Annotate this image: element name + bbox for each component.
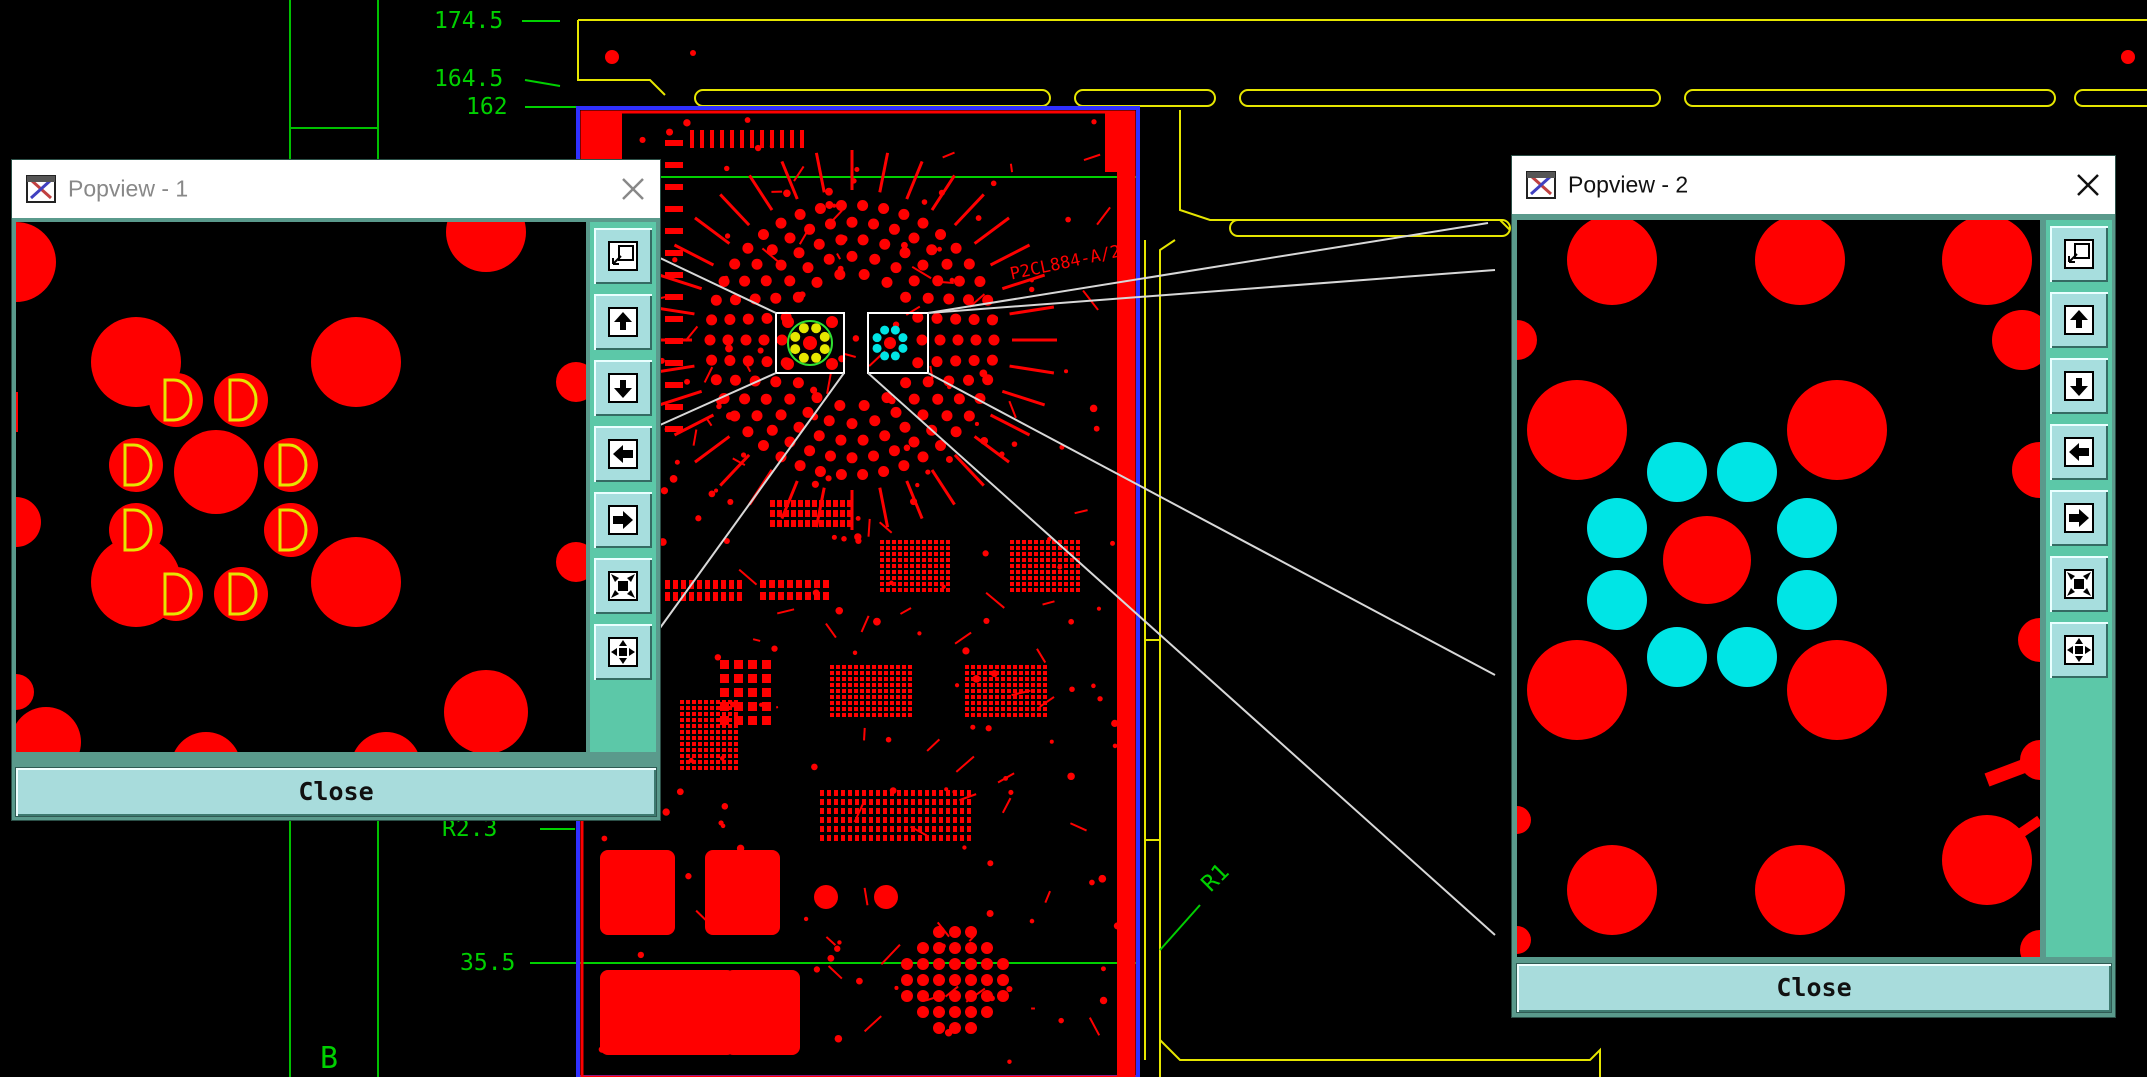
selected-footprints[interactable] [775, 312, 929, 374]
popview-2-window[interactable]: Popview - 2 Close [1512, 156, 2115, 1017]
popview-1-toolbar [590, 222, 656, 752]
popview-1-viewport[interactable] [16, 222, 586, 752]
dimension-label-35-5: 35.5 [460, 950, 516, 976]
pan-icon [608, 241, 638, 271]
popview-2-close-button[interactable]: Close [1517, 964, 2111, 1012]
dimension-lines [522, 20, 1201, 964]
toolbar-button-next-view[interactable] [2050, 490, 2108, 546]
dimension-label-162: 162 [466, 94, 508, 120]
popview-1-close-button[interactable]: Close [16, 768, 656, 816]
toolbar-button-previous-view[interactable] [594, 426, 652, 482]
popview-1-title: Popview - 1 [68, 175, 189, 202]
zoom-out-icon [608, 373, 638, 403]
toolbar-button-previous-view[interactable] [2050, 424, 2108, 480]
popview-2-title: Popview - 2 [1568, 171, 1689, 198]
zoom-out-icon [2064, 371, 2094, 401]
zoom-in-icon [2064, 305, 2094, 335]
board-outline [577, 19, 2147, 1077]
popview-app-icon [26, 175, 56, 203]
close-icon[interactable] [2075, 172, 2101, 198]
toolbar-button-center[interactable] [594, 624, 652, 680]
toolbar-button-fit-all[interactable] [594, 558, 652, 614]
popview-1-titlebar[interactable]: Popview - 1 [12, 160, 660, 218]
dimension-label-174-5: 174.5 [434, 8, 504, 34]
popview-1-window[interactable]: Popview - 1 Close [12, 160, 660, 820]
popview-2-viewport[interactable] [1517, 220, 2040, 957]
toolbar-button-zoom-in[interactable] [2050, 292, 2108, 348]
previous-view-icon [608, 439, 638, 469]
toolbar-button-next-view[interactable] [594, 492, 652, 548]
toolbar-button-zoom-out[interactable] [2050, 358, 2108, 414]
radius-label-r2-3: R2.3 [442, 816, 498, 842]
toolbar-button-zoom-out[interactable] [594, 360, 652, 416]
popview-app-icon [1526, 171, 1556, 199]
dimension-label-164-5: 164.5 [434, 66, 504, 92]
toolbar-button-center[interactable] [2050, 622, 2108, 678]
copper-features [597, 117, 1122, 1064]
toolbar-button-pan[interactable] [2050, 226, 2108, 282]
fit-all-icon [2064, 569, 2094, 599]
center-icon [608, 637, 638, 667]
center-icon [2064, 635, 2094, 665]
zoom-in-icon [608, 307, 638, 337]
toolbar-button-pan[interactable] [594, 228, 652, 284]
toolbar-button-fit-all[interactable] [2050, 556, 2108, 612]
previous-view-icon [2064, 437, 2094, 467]
close-icon[interactable] [620, 176, 646, 202]
toolbar-button-zoom-in[interactable] [594, 294, 652, 350]
region-label-b: B [320, 1041, 339, 1076]
pan-icon [2064, 239, 2094, 269]
fit-all-icon [608, 571, 638, 601]
popview-leader-lines [659, 222, 1496, 936]
popview-2-titlebar[interactable]: Popview - 2 [1512, 156, 2115, 214]
next-view-icon [608, 505, 638, 535]
popview-2-toolbar [2046, 220, 2112, 957]
next-view-icon [2064, 503, 2094, 533]
